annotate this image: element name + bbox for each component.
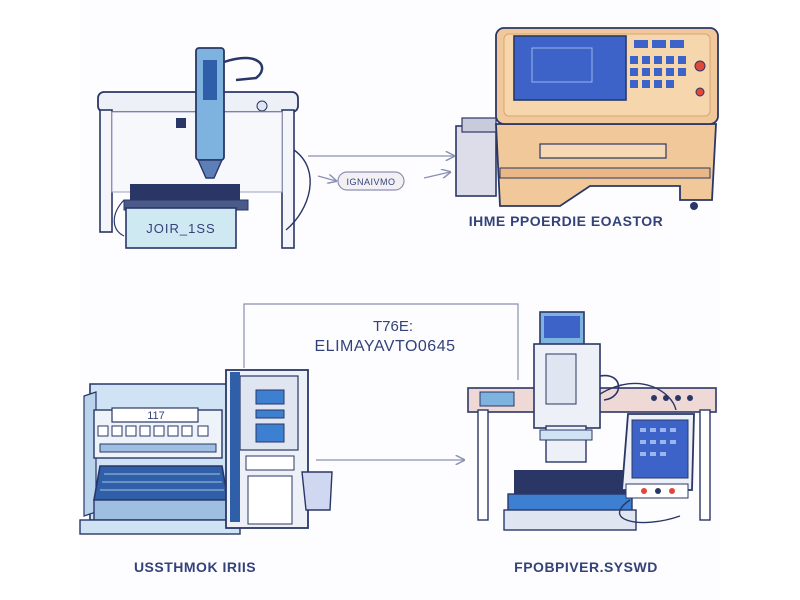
flow-arrow-icon <box>317 176 336 181</box>
machine1-panel-label: JOIR_1SS <box>146 221 215 236</box>
cnc-laser-machine-icon <box>97 47 311 249</box>
connector-line <box>243 303 519 380</box>
connector-tag <box>337 171 405 191</box>
center-label-line2: ELIMAYAVTO0645 <box>315 338 456 355</box>
center-label-line1: T76E: <box>373 318 413 335</box>
cnc-press-with-monitor-icon <box>467 311 717 531</box>
machine3-caption: USSTHMOK IRIIS <box>134 559 256 575</box>
workstation-keyboard-tower-icon <box>79 369 333 535</box>
industrial-controller-console-icon <box>455 27 719 210</box>
connector-tag-label: IGNAIVMO <box>346 177 395 187</box>
machine3-screen-label: 117 <box>147 410 165 422</box>
machine4-caption: FPOBPIVER.SYSWD <box>514 559 658 575</box>
machine2-caption: IHME PPOERDIE EOASTOR <box>469 213 664 229</box>
flow-arrow-icon <box>423 172 450 179</box>
